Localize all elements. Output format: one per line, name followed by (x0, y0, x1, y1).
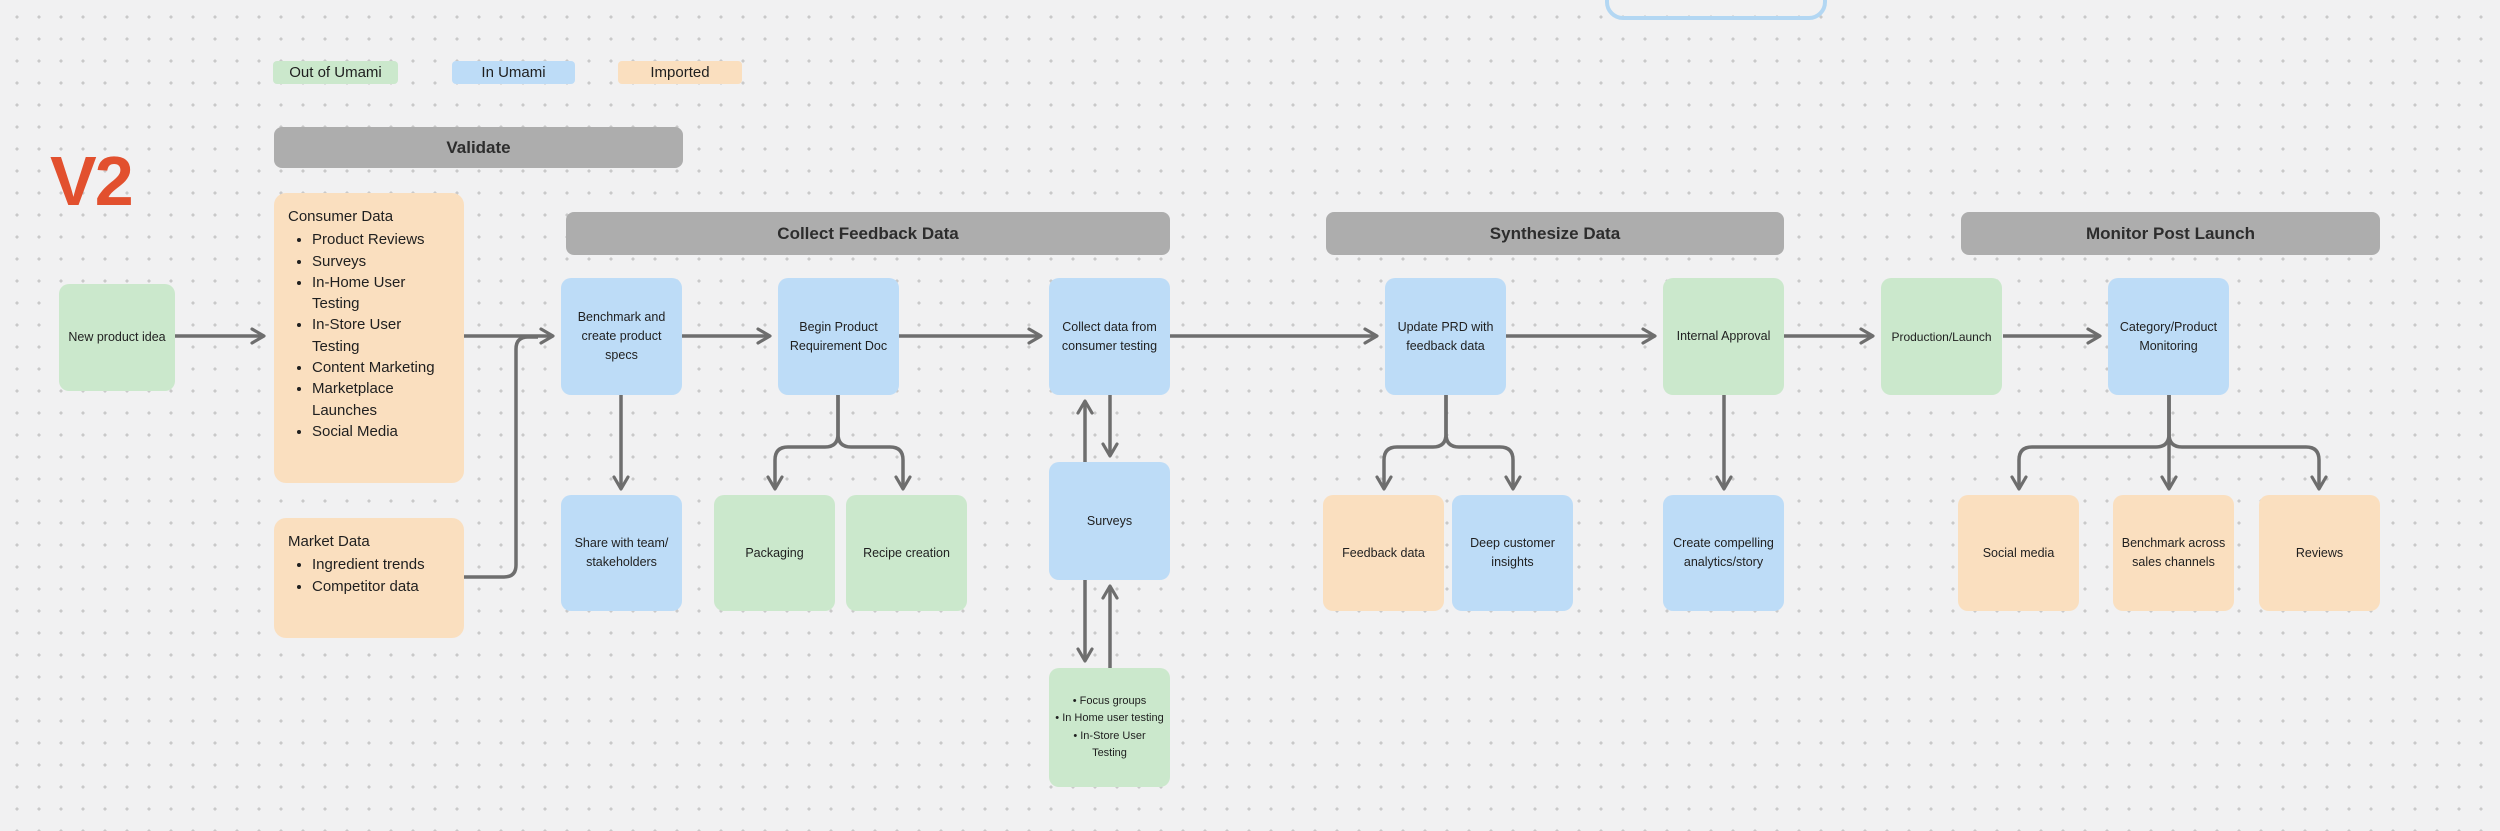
node-benchmark-specs[interactable]: Benchmark and create product specs (561, 278, 682, 395)
node-label: Share with team/​stakeholders (574, 536, 669, 569)
node-collect-consumer-data[interactable]: Collect data from consumer testing (1049, 278, 1170, 395)
connector-beginprd-split-left[interactable] (766, 395, 840, 491)
node-label: Category/​Product Monitoring (2119, 319, 2218, 353)
legend-chip-in-umami[interactable]: In Umami (452, 61, 575, 84)
node-label: Production/​Launch (1891, 329, 1992, 344)
node-label: Social media (1982, 545, 2055, 560)
section-header-synthesize-data[interactable]: Synthesize Data (1326, 212, 1784, 255)
offscreen-shape-outline[interactable] (1605, 0, 1827, 20)
node-analytics-story[interactable]: Create compelling analytics/​story (1663, 495, 1784, 611)
node-label: Internal Approval (1676, 329, 1771, 344)
connector-category-split-left[interactable] (2010, 395, 2171, 491)
legend-label: Out of Umami (289, 64, 382, 81)
node-share-team[interactable]: Share with team/​stakeholders (561, 495, 682, 611)
section-header-label: Synthesize Data (1489, 223, 1621, 243)
node-surveys[interactable]: Surveys (1049, 462, 1170, 580)
note-consumer-data[interactable]: Consumer Data Product Reviews Surveys In… (274, 193, 464, 483)
node-label: Collect data from consumer testing (1061, 319, 1158, 353)
note-title: Market Data (288, 533, 370, 550)
section-header-monitor-post-launch[interactable]: Monitor Post Launch (1961, 212, 2380, 255)
node-label: Update PRD with feedback data (1397, 319, 1494, 353)
node-label: Recipe creation (863, 545, 950, 560)
connector-updateprd-split-left[interactable] (1375, 395, 1448, 491)
bullet-item: Marketplace Launches (312, 378, 450, 421)
node-label: Deep customer insights (1470, 536, 1555, 569)
section-header-collect-feedback-data[interactable]: Collect Feedback Data (566, 212, 1170, 255)
note-bullet-list: Focus groups In Home user testing In-Sto… (1055, 693, 1164, 761)
bullet-item: Ingredient trends (312, 554, 450, 575)
connector-beginprd-split-right[interactable] (836, 395, 912, 491)
bullet-item: Social Media (312, 421, 450, 442)
version-label[interactable]: V2 (50, 142, 134, 220)
note-testing-methods[interactable]: Focus groups In Home user testing In-Sto… (1049, 668, 1170, 787)
section-header-validate[interactable]: Validate (274, 127, 683, 168)
node-social-media[interactable]: Social media (1958, 495, 2079, 611)
node-deep-customer-insights[interactable]: Deep customer insights (1452, 495, 1573, 611)
legend-label: Imported (650, 64, 710, 81)
legend-chip-out-of-umami[interactable]: Out of Umami (273, 61, 398, 84)
node-begin-prd[interactable]: Begin Product Requirement Doc (778, 278, 899, 395)
node-label: Feedback data (1342, 545, 1425, 560)
bullet-item: In-Home User Testing (312, 272, 450, 315)
bullet-item: Product Reviews (312, 229, 450, 250)
node-label: Reviews (2295, 545, 2344, 560)
node-label: Create compelling analytics/​story (1673, 536, 1774, 569)
node-benchmark-sales[interactable]: Benchmark across sales channels (2113, 495, 2234, 611)
connector-category-split-right[interactable] (2167, 395, 2328, 491)
bullet-item: Content Marketing (312, 357, 450, 378)
bullet-item: Surveys (312, 251, 450, 272)
node-label: Surveys (1086, 513, 1133, 528)
note-bullet-list: Ingredient trends Competitor data (288, 554, 450, 597)
legend-chip-imported[interactable]: Imported (618, 61, 742, 84)
node-reviews[interactable]: Reviews (2259, 495, 2380, 611)
bullet-item: In-Store User Testing (312, 314, 450, 357)
bullet-item: Focus groups (1055, 693, 1164, 710)
bullet-item: In Home user testing (1055, 710, 1164, 727)
connector-market-merge[interactable] (464, 335, 538, 579)
node-label: Benchmark across sales channels (2121, 536, 2226, 569)
node-internal-approval[interactable]: Internal Approval (1663, 278, 1784, 395)
node-label: Begin Product Requirement Doc (789, 319, 888, 353)
section-header-label: Validate (446, 137, 511, 157)
note-market-data[interactable]: Market Data Ingredient trends Competitor… (274, 518, 464, 638)
section-header-label: Collect Feedback Data (777, 223, 959, 243)
node-new-product-idea[interactable]: New product idea (59, 284, 175, 391)
node-label: Packaging (745, 545, 804, 560)
node-feedback-data[interactable]: Feedback data (1323, 495, 1444, 611)
note-bullet-list: Product Reviews Surveys In-Home User Tes… (288, 229, 450, 442)
section-header-label: Monitor Post Launch (2085, 223, 2256, 243)
node-packaging[interactable]: Packaging (714, 495, 835, 611)
node-label: Benchmark and create product specs (577, 310, 666, 362)
node-update-prd[interactable]: Update PRD with feedback data (1385, 278, 1506, 395)
node-recipe-creation[interactable]: Recipe creation (846, 495, 967, 611)
bullet-item: In-Store User Testing (1055, 728, 1164, 762)
node-label: New product idea (68, 330, 166, 345)
legend-label: In Umami (481, 64, 546, 81)
node-category-monitoring[interactable]: Category/​Product Monitoring (2108, 278, 2229, 395)
node-production-launch[interactable]: Production/​Launch (1881, 278, 2002, 395)
connector-updateprd-split-right[interactable] (1444, 395, 1522, 491)
note-title: Consumer Data (288, 208, 394, 225)
bullet-item: Competitor data (312, 576, 450, 597)
